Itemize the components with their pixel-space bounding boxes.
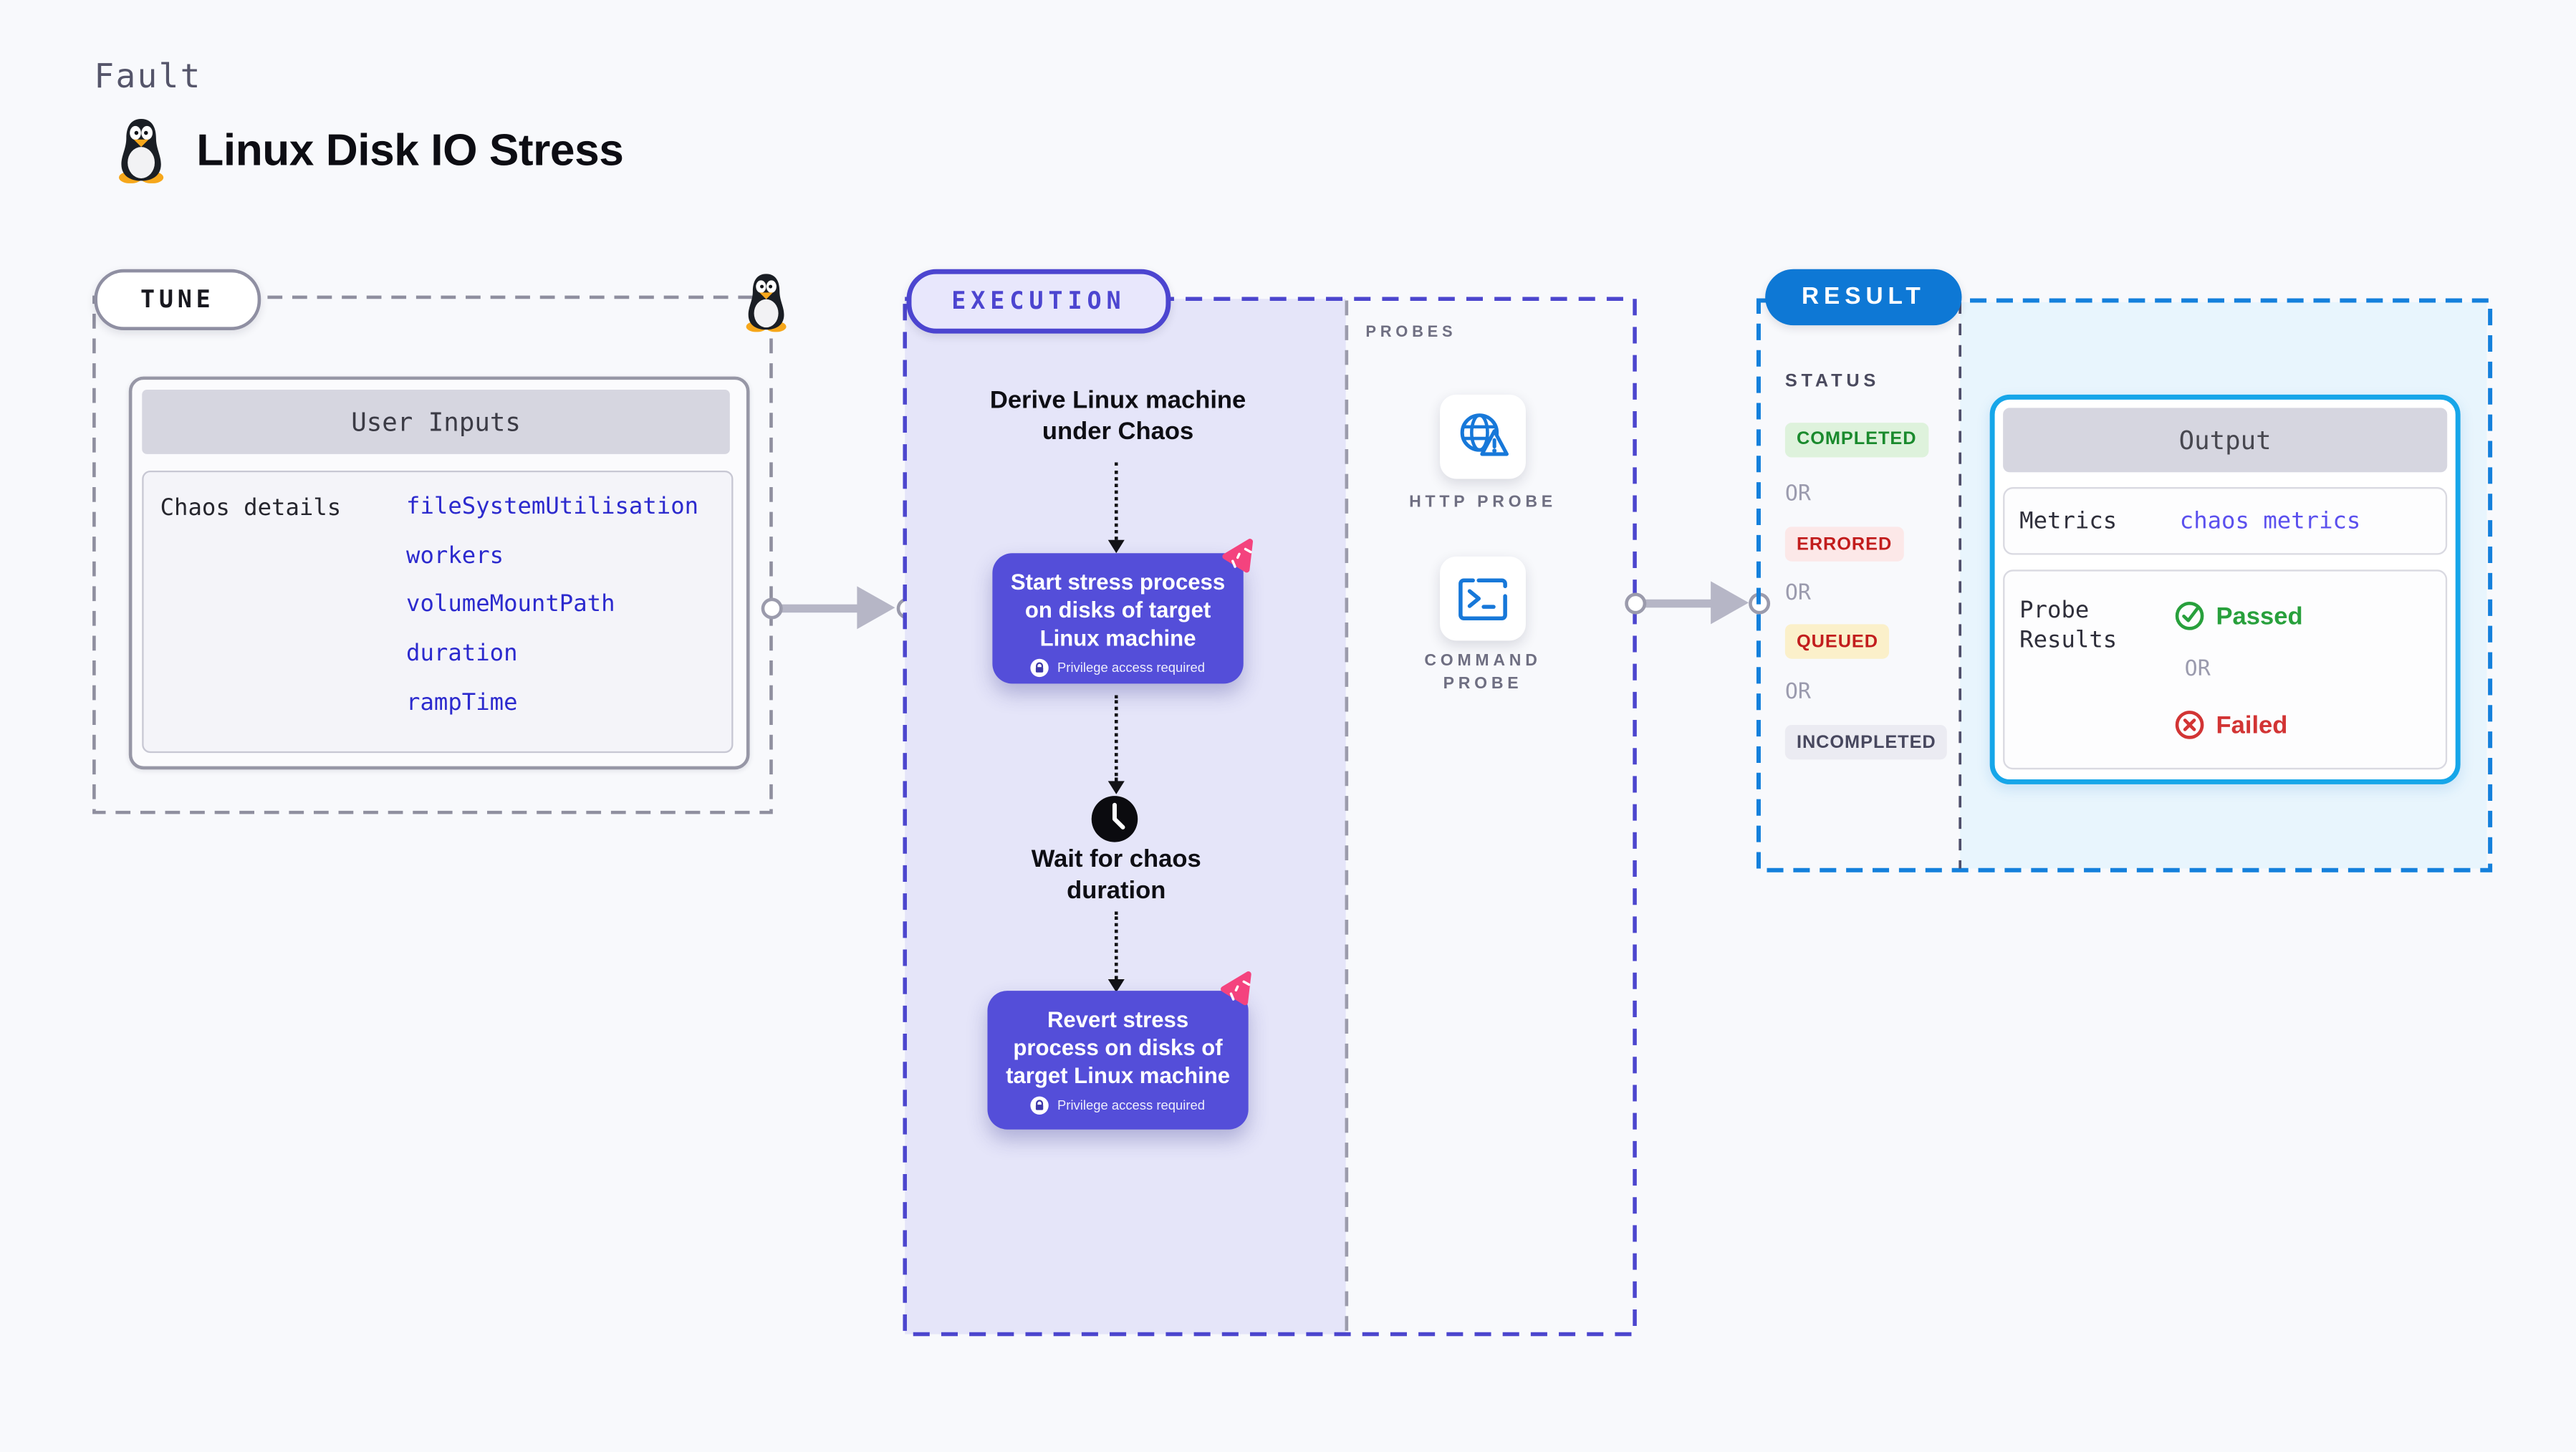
status-badge-completed: COMPLETED <box>1784 421 1928 457</box>
flow-connector <box>1114 462 1118 540</box>
wait-step-label: Wait for chaos duration <box>1031 845 1201 905</box>
flow-arrow-head <box>1107 979 1125 993</box>
probes-heading: PROBES <box>1365 323 1457 342</box>
tune-to-execution-arrow <box>771 603 862 612</box>
execution-box <box>903 297 1637 1337</box>
result-box <box>1756 298 2493 872</box>
or-label: OR <box>1784 482 1811 507</box>
fault-kicker: Fault <box>94 56 202 96</box>
user-inputs-table <box>142 470 734 754</box>
lock-icon <box>1031 658 1049 678</box>
terminal-icon <box>1458 577 1507 620</box>
command-probe-card <box>1440 556 1526 641</box>
input-value: rampTime <box>406 690 518 716</box>
globe-alert-icon <box>1460 413 1509 456</box>
probe-results-row: Probe Results Passed OR Failed <box>2003 569 2448 770</box>
connector-dot <box>760 597 782 619</box>
status-badge-queued: QUEUED <box>1784 624 1890 659</box>
chaos-input-list: fileSystemUtilisation workers volumeMoun… <box>406 484 698 729</box>
http-probe-card <box>1440 394 1526 479</box>
or-label: OR <box>2184 657 2211 683</box>
probe-results-label: Probe Results <box>2019 597 2118 654</box>
tux-penguin-icon <box>118 118 164 183</box>
x-circle-icon <box>2175 711 2204 739</box>
metrics-row: Metrics chaos metrics <box>2003 487 2448 555</box>
input-value: volumeMountPath <box>406 592 615 619</box>
check-circle-icon <box>2175 601 2204 630</box>
execution-to-result-arrow <box>1635 598 1721 607</box>
flow-arrow-head <box>1107 781 1125 794</box>
metrics-label: Metrics <box>2019 507 2118 534</box>
flow-connector <box>1114 911 1118 979</box>
command-probe-label: COMMAND PROBE <box>1424 652 1542 693</box>
tux-penguin-icon <box>746 274 787 332</box>
arrow-head <box>1711 581 1749 625</box>
status-badge-incompleted: INCOMPLETED <box>1784 724 1948 760</box>
start-stress-label: Start stress process on disks of target … <box>1010 569 1226 651</box>
clock-icon <box>1091 796 1138 842</box>
status-badge-errored: ERRORED <box>1784 527 1904 562</box>
start-stress-node: Start stress process on disks of target … <box>992 553 1244 684</box>
tune-pill: TUNE <box>94 269 261 331</box>
flow-connector <box>1114 695 1118 782</box>
page-title: Linux Disk IO Stress <box>196 125 624 176</box>
input-value: workers <box>406 542 504 569</box>
failed-line: Failed <box>2175 710 2288 739</box>
or-label: OR <box>1784 581 1811 606</box>
passed-label: Passed <box>2216 602 2303 630</box>
output-title: Output <box>2003 408 2448 473</box>
lock-icon <box>1031 1096 1049 1115</box>
failed-label: Failed <box>2216 711 2288 739</box>
connector-dot <box>1624 592 1646 614</box>
result-pill: RESULT <box>1765 269 1962 326</box>
or-label: OR <box>1784 679 1811 705</box>
privilege-badge: Privilege access required <box>987 1096 1248 1115</box>
http-probe-label: HTTP PROBE <box>1409 494 1557 512</box>
privilege-badge: Privilege access required <box>992 658 1243 678</box>
arrow-head <box>857 586 895 630</box>
metrics-value: chaos metrics <box>2179 507 2361 534</box>
flow-arrow-head <box>1107 539 1125 554</box>
status-heading: STATUS <box>1784 371 1880 392</box>
user-inputs-title: User Inputs <box>142 390 730 454</box>
privilege-label: Privilege access required <box>1057 660 1206 675</box>
revert-stress-node: Revert stress process on disks of target… <box>987 991 1249 1130</box>
revert-stress-label: Revert stress process on disks of target… <box>1006 1007 1231 1089</box>
privilege-label: Privilege access required <box>1057 1097 1206 1113</box>
input-value: duration <box>406 640 518 668</box>
input-value: fileSystemUtilisation <box>406 494 699 521</box>
passed-line: Passed <box>2175 601 2303 630</box>
execution-pill: EXECUTION <box>906 269 1171 334</box>
chaos-details-label: Chaos details <box>160 495 342 522</box>
litmus-chaos-icon <box>1221 971 1251 1006</box>
litmus-chaos-icon <box>1222 539 1254 573</box>
derive-step-label: Derive Linux machine under Chaos <box>989 386 1246 446</box>
